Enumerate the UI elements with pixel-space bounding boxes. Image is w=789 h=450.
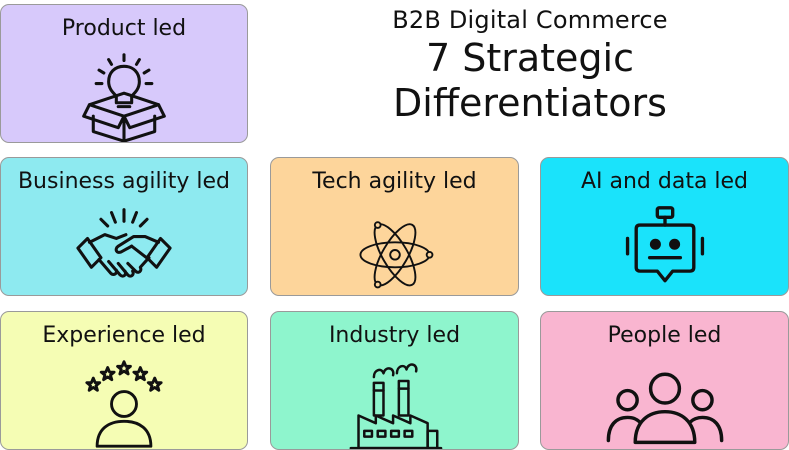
handshake-icon <box>76 202 172 295</box>
card-label: Industry led <box>328 323 461 348</box>
card-ai-and-data-led: AI and data led <box>540 157 789 296</box>
card-people-led: People led <box>540 311 789 450</box>
card-label: AI and data led <box>580 169 749 194</box>
group-users-icon <box>600 356 730 449</box>
atom-icon <box>347 202 443 295</box>
card-tech-agility-led: Tech agility led <box>270 157 519 296</box>
card-business-agility-led: Business agility led <box>0 157 248 296</box>
diagram-title: B2B Digital Commerce 7 Strategic Differe… <box>270 4 789 126</box>
card-label: People led <box>607 323 722 348</box>
diagram-title-line-1: 7 Strategic <box>425 36 635 80</box>
lightbulb-box-icon <box>76 49 172 142</box>
user-stars-icon <box>76 356 172 449</box>
card-label: Product led <box>61 16 187 41</box>
card-label: Business agility led <box>17 169 231 194</box>
card-experience-led: Experience led <box>0 311 248 450</box>
card-label: Experience led <box>42 323 206 348</box>
card-product-led: Product led <box>0 4 248 143</box>
diagram-title-line-2: Differentiators <box>393 81 667 125</box>
diagram-subtitle: B2B Digital Commerce <box>392 6 668 34</box>
card-label: Tech agility led <box>312 169 477 194</box>
robot-chat-icon <box>617 202 713 295</box>
factory-icon <box>347 356 443 449</box>
card-industry-led: Industry led <box>270 311 519 450</box>
